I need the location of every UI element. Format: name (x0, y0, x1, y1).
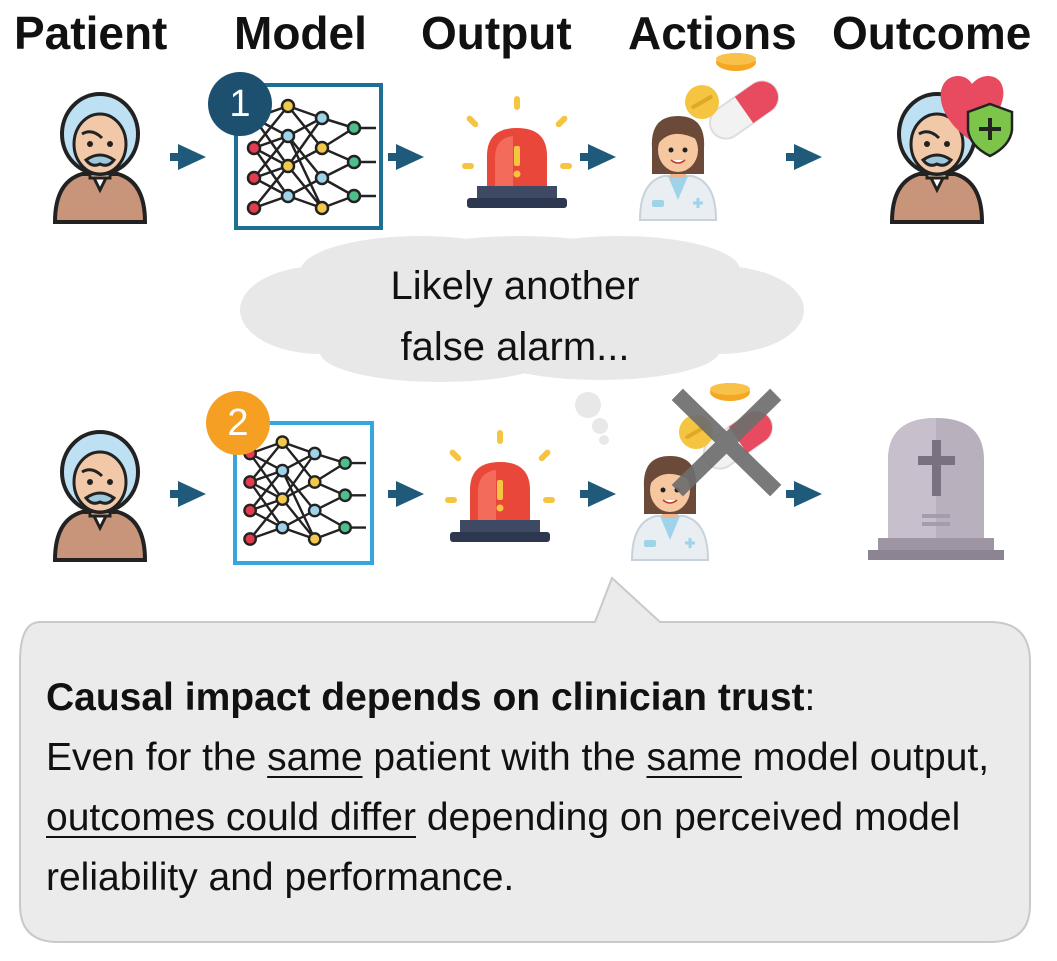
row-1-doctor-icon (638, 114, 718, 222)
cross-icon (671, 388, 782, 497)
row-1-badge-icon (208, 72, 272, 136)
row-1-arrow-icon (170, 144, 206, 170)
row-2-arrow-icon (388, 481, 424, 507)
row-2-arrow-icon (170, 481, 206, 507)
header-output: Output (421, 7, 572, 59)
row-1-alarm-icon (462, 96, 572, 208)
badge-1-circle (208, 72, 272, 136)
header-actions: Actions (628, 7, 797, 59)
row-2-arrow-icon (580, 481, 616, 507)
callout-underline-same-1: same (267, 736, 363, 779)
row-2-patient-icon (53, 430, 147, 562)
badge-2-label: 2 (227, 402, 249, 444)
row-2-arrow-icon (786, 481, 822, 507)
callout-box (19, 576, 1031, 943)
row-2-alarm-icon (445, 430, 555, 542)
tombstone-icon (868, 418, 1004, 560)
callout-heading: Causal impact depends on clinician trust (46, 676, 805, 719)
row-1-patient-icon (53, 92, 147, 224)
callout-body-part: depending on perceived model reliability… (46, 796, 961, 899)
header-patient: Patient (14, 7, 168, 59)
callout-text: Causal impact depends on clinician trust… (46, 668, 1006, 908)
callout-heading-line: Causal impact depends on clinician trust… (46, 668, 1006, 728)
row-1-arrow-icon (580, 144, 616, 170)
header-outcome: Outcome (832, 7, 1032, 59)
callout-body-part: model output, (741, 736, 990, 779)
callout-underline-same-2: same (646, 736, 742, 779)
thought-line-2: false alarm... (400, 325, 630, 369)
row-1-arrow-icon (388, 144, 424, 170)
badge-1-label: 1 (229, 83, 251, 125)
callout-underline-outcomes: outcomes could differ (46, 796, 416, 839)
row-2-badge-icon (206, 391, 270, 455)
heart-shield-icon (940, 76, 1014, 158)
thought-bubble (240, 236, 804, 445)
callout-body-part: patient with the (362, 736, 647, 779)
thought-line-1: Likely another (390, 264, 640, 308)
callout-body: Even for the same patient with the same … (46, 728, 1006, 908)
callout-heading-suffix: : (804, 676, 816, 719)
badge-2-circle (206, 391, 270, 455)
header-model: Model (234, 7, 367, 59)
callout-body-part: Even for the (46, 736, 268, 779)
row-1-arrow-icon (786, 144, 822, 170)
